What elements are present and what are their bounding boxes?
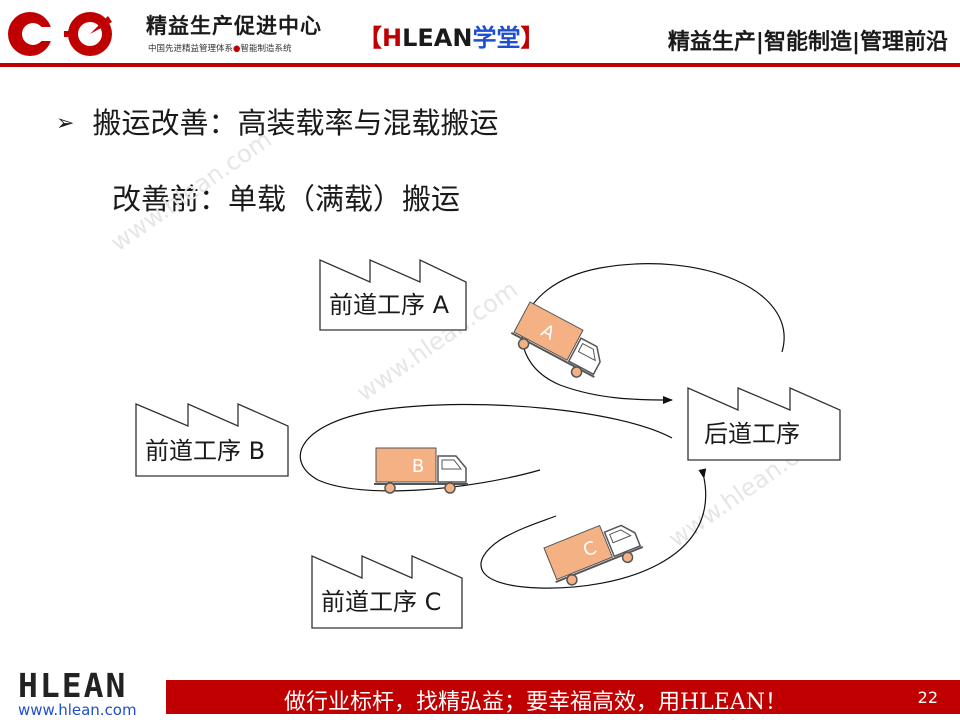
- header-divider: [0, 63, 960, 67]
- footer-logo: HLEAN www.hlean.com: [8, 666, 158, 720]
- brand-title: 精益生产促进中心: [146, 14, 322, 38]
- truck-b: B: [373, 447, 469, 494]
- tag-close-bracket: 】: [520, 24, 545, 52]
- factory-c-label: 前道工序 C: [321, 588, 441, 616]
- truck-c: C: [541, 512, 648, 592]
- factory-a-label: 前道工序 A: [329, 291, 450, 319]
- brand-subtitle-dot: ●: [233, 44, 241, 54]
- route-b: [299, 403, 673, 492]
- bullet-arrow-icon: ➢: [56, 111, 75, 136]
- footer-url-link[interactable]: www.hlean.com: [18, 701, 137, 719]
- truck-a: A: [506, 300, 613, 386]
- factory-b: 前道工序 B: [135, 403, 289, 477]
- downstream-process: 后道工序: [687, 387, 841, 461]
- truck-b-label: B: [412, 456, 424, 477]
- hlean-academy-tag: 【HLEAN学堂】: [358, 18, 544, 53]
- brand-subtitle-b: 智能制造系统: [240, 44, 292, 54]
- footer-slogan: 做行业标杆，找精弘益；要幸福高效，用HLEAN！: [284, 690, 787, 715]
- factory-a: 前道工序 A: [319, 258, 467, 331]
- tag-lean: LEAN: [402, 24, 473, 52]
- company-logo-icon: [8, 12, 112, 56]
- downstream-label: 后道工序: [704, 420, 800, 448]
- page-number: 22: [917, 688, 938, 707]
- header-topics: 精益生产|智能制造|管理前沿: [667, 30, 948, 55]
- tag-xuetang: 学堂: [472, 24, 521, 52]
- footer: HLEAN www.hlean.com 做行业标杆，找精弘益；要幸福高效，用HL…: [0, 666, 960, 720]
- bullet-heading: ➢ 搬运改善：高装载率与混载搬运: [56, 100, 498, 142]
- brand-subtitle-a: 中国先进精益管理体系: [148, 44, 234, 54]
- bullet-text: 搬运改善：高装载率与混载搬运: [92, 106, 499, 140]
- subheading: 改善前：单载（满载）搬运: [112, 182, 461, 216]
- watermark-1: www.hlean.com: [105, 125, 277, 257]
- tag-h: H: [382, 24, 403, 52]
- factory-b-label: 前道工序 B: [145, 437, 265, 465]
- route-c: [480, 468, 707, 589]
- tag-open-bracket: 【: [358, 24, 382, 52]
- footer-slogan-bar: 做行业标杆，找精弘益；要幸福高效，用HLEAN！ 22: [166, 680, 960, 715]
- route-a: [521, 263, 785, 404]
- factory-c: 前道工序 C: [311, 555, 463, 629]
- header: 精益生产促进中心 中国先进精益管理体系●智能制造系统 【HLEAN学堂】 精益生…: [0, 0, 960, 67]
- footer-logo-text: HLEAN: [18, 666, 128, 705]
- brand-subtitle: 中国先进精益管理体系●智能制造系统: [148, 42, 291, 54]
